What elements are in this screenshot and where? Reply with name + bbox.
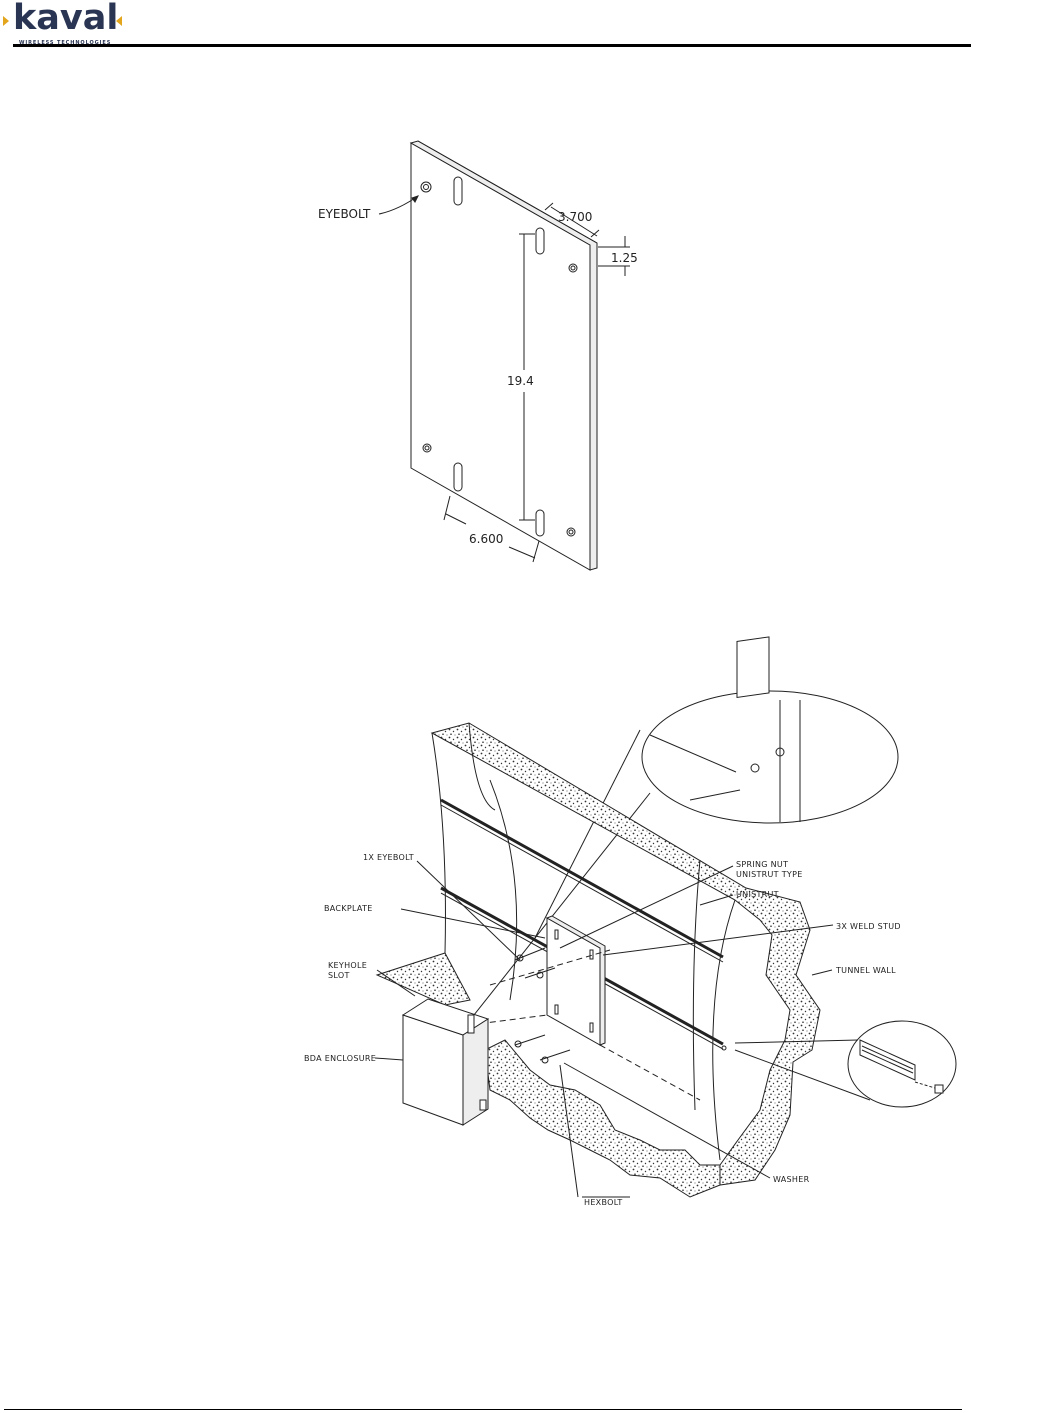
- hexbolt-callout: HEXBOLT: [584, 1198, 623, 1207]
- backplate-drawing: [379, 141, 630, 570]
- installation-drawing: [375, 637, 956, 1197]
- eyebolt-detail-bubble: [642, 691, 898, 823]
- dim-thickness-label: 1.25: [611, 251, 638, 265]
- dim-bottom-label: 6.600: [469, 532, 503, 546]
- tunnel-wall-bottom: [485, 1040, 720, 1197]
- eyebolt-callout: 1X EYEBOLT: [363, 853, 414, 862]
- washer-callout: WASHER: [773, 1175, 810, 1184]
- keyhole-callout-line2: SLOT: [328, 971, 350, 980]
- tunnel-wall-callout: TUNNEL WALL: [835, 966, 896, 975]
- weld-stud-callout: 3X WELD STUD: [836, 922, 901, 931]
- backplate-callout: BACKPLATE: [324, 904, 373, 913]
- dim-width-label: 3.700: [558, 210, 592, 224]
- bda-enclosure-callout: BDA ENCLOSURE: [304, 1054, 376, 1063]
- eyebolt-label: EYEBOLT: [318, 207, 371, 221]
- dim-height-label: 19.4: [507, 374, 534, 388]
- spring-nut-callout-line2: UNISTRUT TYPE: [736, 870, 803, 879]
- spring-nut-callout-line1: SPRING NUT: [736, 860, 788, 869]
- backplate-front-face: [411, 143, 590, 570]
- bda-enclosure: [403, 999, 488, 1125]
- footer-rule: [4, 1409, 962, 1410]
- unistrut-callout: UNISTRUT: [736, 890, 779, 899]
- keyhole-callout-line1: KEYHOLE: [328, 961, 367, 970]
